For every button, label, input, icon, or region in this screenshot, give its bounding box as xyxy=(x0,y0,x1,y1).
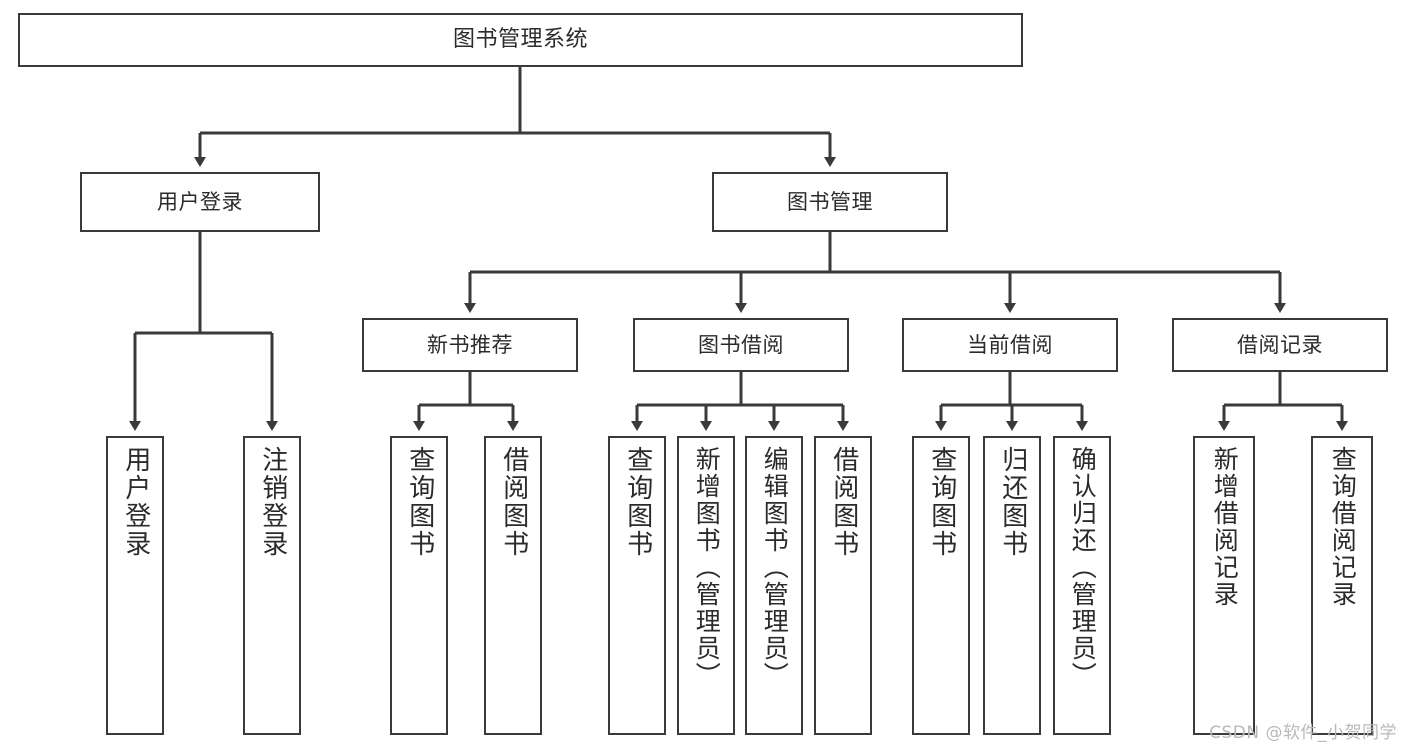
leaf-add-borrow-record[interactable]: 新增借阅记录 xyxy=(1193,436,1255,735)
leaf-confirm-return-admin-label: 确认归还（管理员） xyxy=(1068,446,1098,689)
leaf-edit-book-admin-label: 编辑图书（管理员） xyxy=(760,446,790,689)
leaf-return-book[interactable]: 归还图书 xyxy=(983,436,1041,735)
leaf-add-borrow-record-label: 新增借阅记录 xyxy=(1210,446,1240,608)
leaf-user-login-label: 用户登录 xyxy=(120,446,151,558)
node-borrow-record-label: 借阅记录 xyxy=(1237,332,1323,357)
leaf-query-book-borrow-label: 查询图书 xyxy=(622,446,653,558)
node-book-management[interactable]: 图书管理 xyxy=(712,172,948,232)
leaf-edit-book-admin[interactable]: 编辑图书（管理员） xyxy=(745,436,803,735)
leaf-logout-label: 注销登录 xyxy=(257,446,288,558)
leaf-query-book-recommend[interactable]: 查询图书 xyxy=(390,436,448,735)
leaf-add-book-admin-label: 新增图书（管理员） xyxy=(692,446,722,689)
node-root[interactable]: 图书管理系统 xyxy=(18,13,1023,67)
node-user-login[interactable]: 用户登录 xyxy=(80,172,320,232)
node-new-book-recommend-label: 新书推荐 xyxy=(427,332,513,357)
csdn-watermark: CSDN @软件_小贺同学 xyxy=(1209,723,1397,743)
node-book-borrow-label: 图书借阅 xyxy=(698,332,784,357)
node-current-borrow[interactable]: 当前借阅 xyxy=(902,318,1118,372)
leaf-logout[interactable]: 注销登录 xyxy=(243,436,301,735)
leaf-borrow-book-label: 借阅图书 xyxy=(828,446,859,558)
node-new-book-recommend[interactable]: 新书推荐 xyxy=(362,318,578,372)
node-root-label: 图书管理系统 xyxy=(452,27,588,52)
leaf-confirm-return-admin[interactable]: 确认归还（管理员） xyxy=(1053,436,1111,735)
leaf-query-book-recommend-label: 查询图书 xyxy=(404,446,435,558)
leaf-query-book-borrow[interactable]: 查询图书 xyxy=(608,436,666,735)
leaf-query-book-current-label: 查询图书 xyxy=(926,446,957,558)
leaf-borrow-book[interactable]: 借阅图书 xyxy=(814,436,872,735)
leaf-borrow-book-recommend[interactable]: 借阅图书 xyxy=(484,436,542,735)
leaf-query-borrow-record-label: 查询借阅记录 xyxy=(1328,446,1358,608)
node-current-borrow-label: 当前借阅 xyxy=(967,332,1053,357)
node-user-login-label: 用户登录 xyxy=(157,189,243,214)
leaf-add-book-admin[interactable]: 新增图书（管理员） xyxy=(677,436,735,735)
node-book-management-label: 图书管理 xyxy=(787,189,873,214)
node-book-borrow[interactable]: 图书借阅 xyxy=(633,318,849,372)
leaf-return-book-label: 归还图书 xyxy=(997,446,1028,558)
leaf-query-borrow-record[interactable]: 查询借阅记录 xyxy=(1311,436,1373,735)
node-borrow-record[interactable]: 借阅记录 xyxy=(1172,318,1388,372)
leaf-query-book-current[interactable]: 查询图书 xyxy=(912,436,970,735)
leaf-user-login[interactable]: 用户登录 xyxy=(106,436,164,735)
leaf-borrow-book-recommend-label: 借阅图书 xyxy=(498,446,529,558)
